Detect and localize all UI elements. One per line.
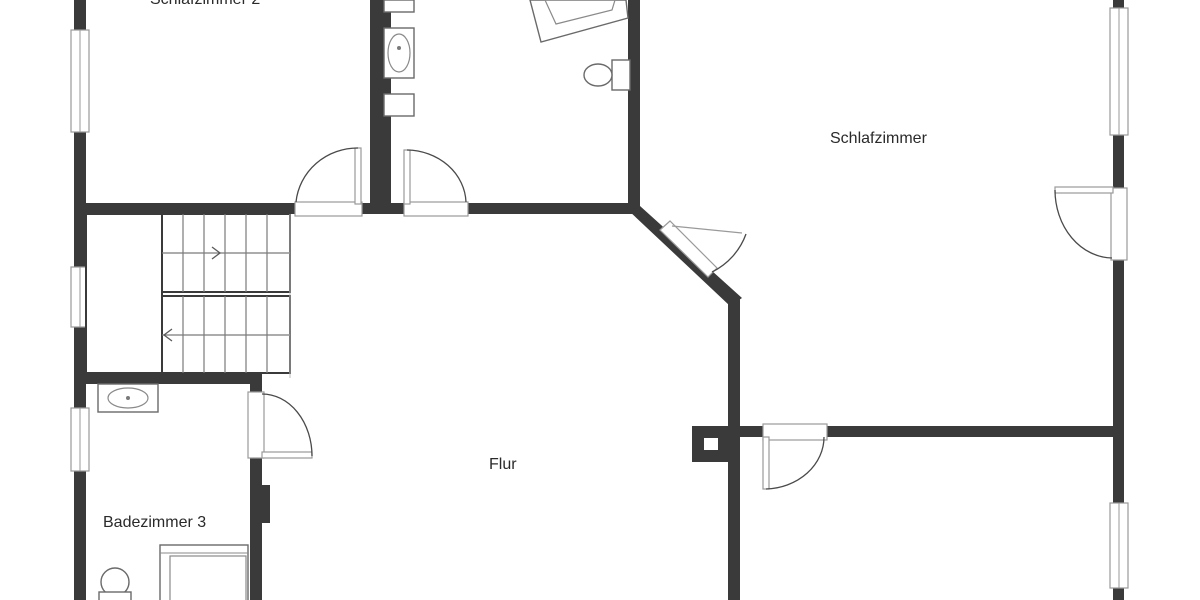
door-bedroom-diagonal <box>659 220 747 278</box>
label-bedroom2: Schlafzimmer 2 <box>150 0 260 8</box>
wall-pillar-inner <box>704 438 718 450</box>
bathtub-icon <box>529 0 629 43</box>
stair-treads-upper <box>162 214 290 292</box>
shelf-lower <box>383 93 415 117</box>
stair-arrow-lower <box>162 328 173 342</box>
bath-fixtures <box>383 0 631 117</box>
label-hallway: Flur <box>489 456 517 473</box>
shelf-top <box>383 0 415 13</box>
shower-icon <box>159 544 249 600</box>
bath3-fixtures <box>97 383 249 600</box>
wall-bath-right <box>628 0 640 213</box>
door-lower-room <box>762 423 828 490</box>
door-bedroom-right <box>1054 186 1128 261</box>
sink-icon <box>387 33 411 73</box>
wall-bedroom2-right <box>370 0 381 213</box>
stair-arrow-upper <box>211 246 222 260</box>
wall-right-exterior <box>1113 0 1124 600</box>
door-bedroom2 <box>294 147 363 217</box>
room-labels: Schlafzimmer 2 Schlafzimmer Flur Badezim… <box>103 0 928 531</box>
label-bedroom: Schlafzimmer <box>830 130 928 147</box>
wall-hallway-right <box>728 298 740 600</box>
wall-stairs-bottom <box>74 373 262 384</box>
door-bath3 <box>247 391 313 459</box>
wall-bath3-niche <box>262 485 270 523</box>
stair-treads-lower <box>162 296 290 373</box>
stair-landing <box>85 213 163 374</box>
toilet-icon-bath <box>583 59 631 91</box>
label-bathroom3: Badezimmer 3 <box>103 514 206 531</box>
staircase <box>85 213 291 378</box>
wall-diagonal <box>628 206 742 306</box>
toilet-icon-bath3 <box>98 567 132 600</box>
windows <box>70 7 1129 589</box>
wall-bedroom-lower <box>728 426 1124 437</box>
door-bath <box>403 149 469 217</box>
sink-vanity <box>383 27 415 79</box>
doors <box>247 147 1128 490</box>
sink-bath3-icon <box>107 387 149 409</box>
